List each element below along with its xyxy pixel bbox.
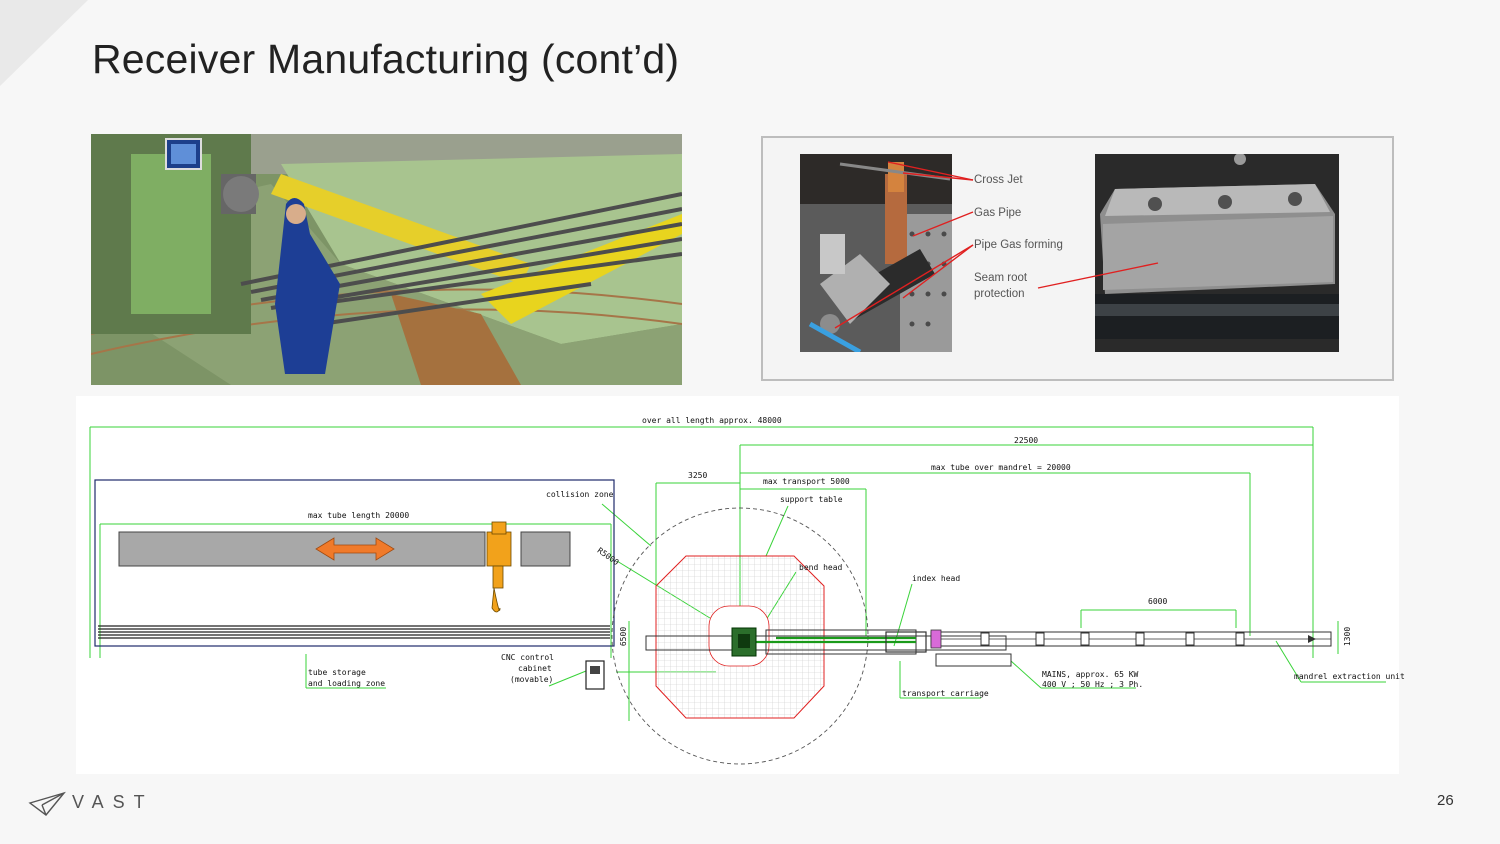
label-seam-root-1: Seam root [974, 272, 1028, 284]
tube-bending-photo [91, 134, 682, 385]
corner-decoration [0, 0, 88, 86]
label-cnc-3: (movable) [510, 675, 554, 684]
label-gas-pipe: Gas Pipe [974, 207, 1022, 219]
label-pipe-gas-forming: Pipe Gas forming [974, 239, 1063, 251]
dim-6500: 6500 [619, 626, 629, 647]
dim-max-tube-length: max tube length 20000 [308, 511, 410, 520]
label-bend-head: bend head [799, 563, 843, 572]
label-seam-root-2: protection [974, 288, 1025, 300]
label-mandrel-extraction: mandrel extraction unit [1294, 672, 1405, 681]
label-support-table: support table [780, 495, 843, 504]
label-tube-storage-1: tube storage [308, 668, 366, 677]
vast-paper-plane-icon [28, 791, 66, 816]
label-collision-zone: collision zone [546, 490, 614, 499]
bending-line-layout-drawing: over all length approx. 48000 22500 max … [76, 396, 1405, 774]
vast-logo-text: VAST [72, 792, 154, 812]
label-tube-storage-2: and loading zone [308, 679, 386, 688]
label-cnc-1: CNC control [501, 653, 554, 662]
dim-3250: 3250 [688, 471, 708, 480]
gas-forming-photo [800, 154, 952, 352]
dim-max-transport: max transport 5000 [763, 477, 850, 486]
label-cross-jet: Cross Jet [974, 174, 1023, 186]
dim-overall-length: over all length approx. 48000 [642, 416, 782, 425]
label-mains-1: MAINS, approx. 65 KW [1042, 670, 1139, 679]
dim-1300: 1300 [1343, 626, 1353, 647]
drawing-linework [89, 426, 1386, 765]
label-cnc-2: cabinet [518, 664, 552, 673]
label-index-head: index head [912, 574, 961, 583]
dim-6000: 6000 [1148, 597, 1168, 606]
page-number: 26 [1437, 792, 1454, 809]
dim-max-tube-over-mandrel: max tube over mandrel = 20000 [931, 463, 1071, 472]
label-transport-carriage: transport carriage [902, 689, 989, 698]
label-mains-2: 400 V ; 50 Hz ; 3 Ph. [1042, 680, 1144, 689]
welding-photo-panel: Cross Jet Gas Pipe Pipe Gas forming Seam… [761, 136, 1394, 381]
callout-arrows [834, 161, 1159, 329]
dim-22500: 22500 [1014, 436, 1039, 445]
seam-root-protection-photo [1095, 154, 1339, 352]
slide-title: Receiver Manufacturing (cont’d) [92, 36, 680, 82]
